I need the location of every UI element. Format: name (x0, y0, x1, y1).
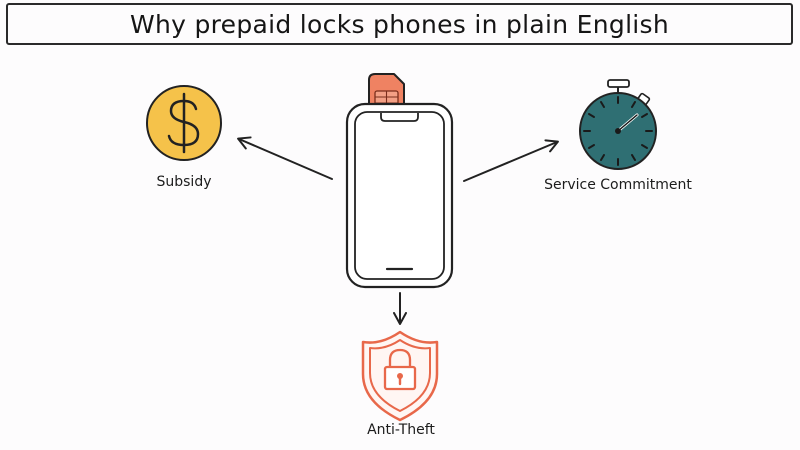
arrow-to-subsidy (237, 136, 333, 180)
anti-theft-label: Anti-Theft (367, 422, 435, 438)
dollar-coin-icon (146, 85, 222, 161)
stopwatch-icon (579, 79, 657, 170)
subsidy-label: Subsidy (156, 174, 212, 190)
arrow-to-service-commitment (463, 139, 559, 182)
service-commitment-label: Service Commitment (544, 177, 692, 193)
page-title: Why prepaid locks phones in plain Englis… (129, 9, 670, 39)
shield-lock-icon (361, 330, 439, 422)
smartphone-icon (345, 102, 454, 289)
title-banner: Why prepaid locks phones in plain Englis… (6, 3, 793, 45)
